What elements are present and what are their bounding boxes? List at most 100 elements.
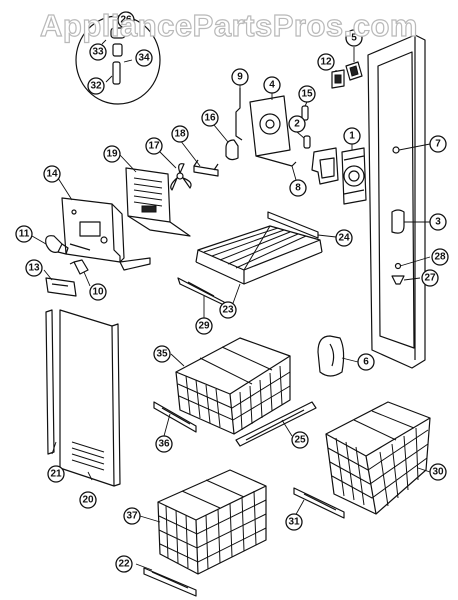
callout-9-label: 9 <box>237 72 243 83</box>
part-4-control-plate <box>249 95 297 167</box>
callout-35-label: 35 <box>156 349 168 360</box>
callout-32: 32 <box>87 77 105 95</box>
part-1-thermostat <box>341 147 367 205</box>
part-23-wire-shelf <box>195 225 323 285</box>
callout-6-label: 6 <box>363 357 369 368</box>
callout-25: 25 <box>291 431 309 449</box>
part-35-basket <box>175 337 291 435</box>
callout-9: 9 <box>231 68 249 86</box>
callout-28-label: 28 <box>434 252 446 263</box>
callout-17: 17 <box>145 137 163 155</box>
callout-33-label: 33 <box>92 47 104 58</box>
part-12-switch <box>331 69 345 89</box>
part-30-basket <box>325 401 431 515</box>
callout-3-label: 3 <box>435 217 441 228</box>
callout-16-label: 16 <box>204 113 216 124</box>
callout-10-label: 10 <box>92 287 104 298</box>
callout-1: 1 <box>343 127 361 145</box>
callout-7: 7 <box>429 135 447 153</box>
callout-4: 4 <box>263 76 281 94</box>
part-6-cap <box>317 335 345 377</box>
callout-26-label: 26 <box>120 15 132 26</box>
callout-4-label: 4 <box>269 80 275 91</box>
callout-36-label: 36 <box>158 439 170 450</box>
callout-2-label: 2 <box>294 119 300 130</box>
callout-12: 12 <box>317 53 335 71</box>
callout-24-label: 24 <box>338 233 350 244</box>
callout-29: 29 <box>195 317 213 335</box>
callout-35: 35 <box>153 345 171 363</box>
callout-15-label: 15 <box>301 89 313 100</box>
callout-25-label: 25 <box>294 435 306 446</box>
part-31-basket-rail <box>293 487 345 519</box>
callout-22-label: 22 <box>118 559 130 570</box>
callout-37: 37 <box>123 507 141 525</box>
cabinet-liner <box>367 34 426 369</box>
part-8-housing <box>311 147 339 185</box>
callout-15: 15 <box>298 85 316 103</box>
part-21-panel-strip <box>45 309 55 455</box>
callout-8: 8 <box>289 179 307 197</box>
callout-29-label: 29 <box>198 321 210 332</box>
callout-30-label: 30 <box>432 467 444 478</box>
callout-31-label: 31 <box>288 517 300 528</box>
callout-2: 2 <box>288 115 306 133</box>
part-5-switch <box>345 61 363 81</box>
callout-13-label: 13 <box>28 263 40 274</box>
callout-19: 19 <box>103 145 121 163</box>
callout-34: 34 <box>135 49 153 67</box>
callout-18: 18 <box>171 125 189 143</box>
callout-23-label: 23 <box>222 305 234 316</box>
part-22-basket-rail <box>143 567 197 597</box>
part-24-shelf-rail <box>267 211 319 239</box>
callout-3: 3 <box>429 213 447 231</box>
callout-33: 33 <box>89 43 107 61</box>
callout-30: 30 <box>429 463 447 481</box>
callout-31: 31 <box>285 513 303 531</box>
inset-detail-oval <box>75 15 161 105</box>
callout-5-label: 5 <box>351 33 357 44</box>
callout-13: 13 <box>25 259 43 277</box>
part-25-basket-rail <box>235 401 317 447</box>
part-20-back-panel <box>59 309 121 487</box>
part-36-basket-rail <box>153 401 197 433</box>
callout-20: 20 <box>79 491 97 509</box>
callout-19-label: 19 <box>106 149 118 160</box>
callout-11-label: 11 <box>19 229 30 240</box>
callout-7-label: 7 <box>435 139 441 150</box>
part-19-fan-cover <box>125 167 191 237</box>
callout-17-label: 17 <box>148 141 160 152</box>
callout-37-label: 37 <box>126 511 138 522</box>
callout-11: 11 <box>15 225 33 243</box>
callout-26: 26 <box>117 11 135 29</box>
callout-21: 21 <box>47 465 65 483</box>
callout-27-label: 27 <box>424 273 436 284</box>
callout-32-label: 32 <box>90 81 102 92</box>
part-17-fan-blade <box>170 163 192 191</box>
callout-8-label: 8 <box>295 183 301 194</box>
leader-lines <box>31 47 431 571</box>
callout-14-label: 14 <box>46 169 58 180</box>
callout-34-label: 34 <box>138 53 150 64</box>
callout-12-label: 12 <box>320 57 332 68</box>
callout-22: 22 <box>115 555 133 573</box>
part-9-rod <box>235 88 243 141</box>
callout-14: 14 <box>43 165 61 183</box>
part-2-sensor <box>303 135 311 149</box>
part-16-bulb-socket <box>225 139 239 161</box>
callout-28: 28 <box>431 248 449 266</box>
part-37-basket <box>157 469 267 575</box>
callout-5: 5 <box>345 29 363 47</box>
callout-18-label: 18 <box>174 129 186 140</box>
callout-6: 6 <box>357 353 375 371</box>
callout-16: 16 <box>201 109 219 127</box>
callout-24: 24 <box>335 229 353 247</box>
callout-23: 23 <box>219 301 237 319</box>
part-29-shelf-rail <box>177 277 227 307</box>
callout-1-label: 1 <box>349 131 355 142</box>
part-10-socket <box>69 259 89 275</box>
part-11-bulb <box>45 235 69 255</box>
callout-36: 36 <box>155 435 173 453</box>
callout-10: 10 <box>89 283 107 301</box>
